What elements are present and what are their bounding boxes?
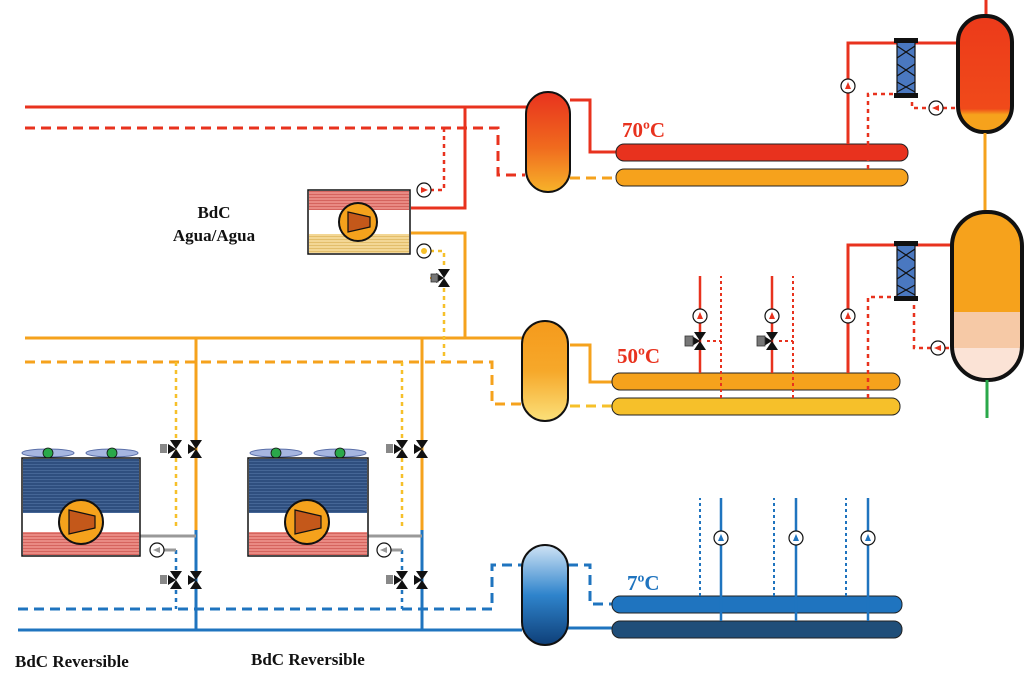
buffer-tank-50 — [521, 320, 569, 422]
pump-icon — [416, 243, 432, 259]
pump-icon — [928, 100, 944, 116]
three-way-valve-icon — [188, 440, 202, 458]
hp-water-label-line1: BdC — [197, 203, 230, 222]
pump-icon — [860, 530, 876, 546]
hp-reversible-left: BdC Reversible — [15, 447, 165, 671]
pump-icon — [692, 308, 708, 324]
circuit-50: 50ºC — [25, 210, 1024, 422]
hp-water-label-line2: Agua/Agua — [173, 226, 256, 245]
hp-reversible-right: BdC Reversible — [247, 447, 392, 669]
temp-label-70: 70ºC — [622, 118, 665, 142]
three-way-valve-icon — [188, 571, 202, 589]
heat-pump-water-water: BdC Agua/Agua — [173, 189, 450, 287]
collector-70-supply — [615, 143, 909, 162]
storage-tank-low — [950, 210, 1024, 382]
collector-70-return — [615, 168, 909, 187]
pump-icon — [376, 542, 392, 558]
three-way-valve-icon — [414, 440, 428, 458]
pump-icon — [788, 530, 804, 546]
temp-label-7: 7ºC — [627, 571, 660, 595]
collector-7-return — [611, 620, 903, 639]
three-way-valve-icon — [430, 269, 450, 287]
hp-reversible-right-label: BdC Reversible — [251, 650, 365, 669]
collector-7-supply — [611, 595, 903, 614]
three-way-valve-icon — [756, 332, 778, 350]
pump-icon — [764, 308, 780, 324]
three-way-valve-icon — [394, 440, 408, 458]
pump-icon — [416, 182, 432, 198]
buffer-tank-7 — [521, 544, 569, 646]
three-way-valve-icon — [168, 571, 182, 589]
circuit-7: 7ºC — [18, 498, 903, 646]
compressor-icon — [284, 499, 330, 545]
hp-reversible-left-piping — [140, 338, 202, 630]
three-way-valve-icon — [414, 571, 428, 589]
compressor-icon — [58, 499, 104, 545]
hp-reversible-right-piping — [368, 338, 428, 630]
pump-icon — [840, 78, 856, 94]
heat-exchanger-icon — [894, 241, 918, 301]
pump-icon — [149, 542, 165, 558]
storage-tank-high — [956, 14, 1014, 134]
heat-exchanger-icon — [894, 38, 918, 98]
circuit-70: 70ºC — [25, 0, 1014, 210]
three-way-valve-icon — [168, 440, 182, 458]
temp-label-50: 50ºC — [617, 344, 660, 368]
collector-50-return — [611, 397, 901, 416]
pump-icon — [840, 308, 856, 324]
pump-icon — [930, 340, 946, 356]
hp-reversible-left-label: BdC Reversible — [15, 652, 129, 671]
compressor-icon — [338, 202, 378, 242]
three-way-valve-icon — [394, 571, 408, 589]
buffer-tank-70 — [525, 91, 571, 193]
three-way-valve-icon — [684, 332, 706, 350]
pump-icon — [713, 530, 729, 546]
collector-50-supply — [611, 372, 901, 391]
